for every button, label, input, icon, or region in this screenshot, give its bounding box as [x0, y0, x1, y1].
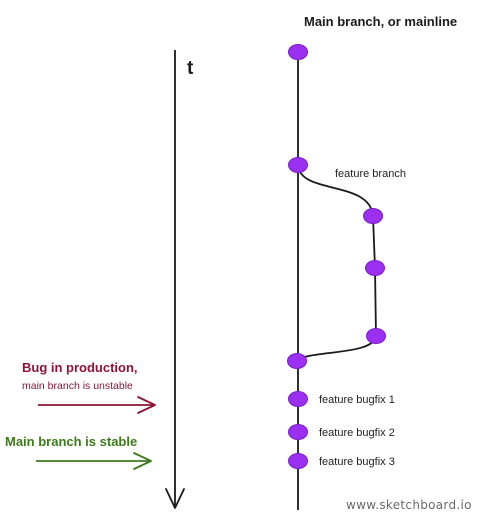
time-axis-label: t	[187, 58, 194, 79]
feature-branch-label: feature branch	[335, 168, 406, 180]
bugfix-2-label: feature bugfix 2	[319, 427, 395, 439]
commit-feature-2	[365, 260, 385, 276]
commit-bugfix-1	[288, 391, 308, 407]
commit-bugfix-3	[288, 453, 308, 469]
bugfix-1-label: feature bugfix 1	[319, 394, 395, 406]
commit-feature-1	[363, 208, 383, 224]
bug-annotation-subtitle: main branch is unstable	[22, 380, 133, 392]
commit-feature-3	[366, 328, 386, 344]
commit-main-1	[288, 44, 308, 60]
commit-merge	[287, 353, 307, 369]
commit-main-2	[288, 157, 308, 173]
bug-arrow-head	[137, 396, 156, 414]
bug-annotation-title: Bug in production,	[22, 360, 138, 375]
stable-annotation-title: Main branch is stable	[5, 434, 137, 449]
feature-branch-path	[296, 164, 377, 362]
time-axis-arrowhead	[165, 488, 185, 509]
watermark: www.sketchboard.io	[346, 498, 472, 512]
commit-bugfix-2	[288, 424, 308, 440]
stable-arrow-head	[133, 452, 152, 470]
diagram-title: Main branch, or mainline	[304, 14, 457, 29]
bugfix-3-label: feature bugfix 3	[319, 456, 395, 468]
